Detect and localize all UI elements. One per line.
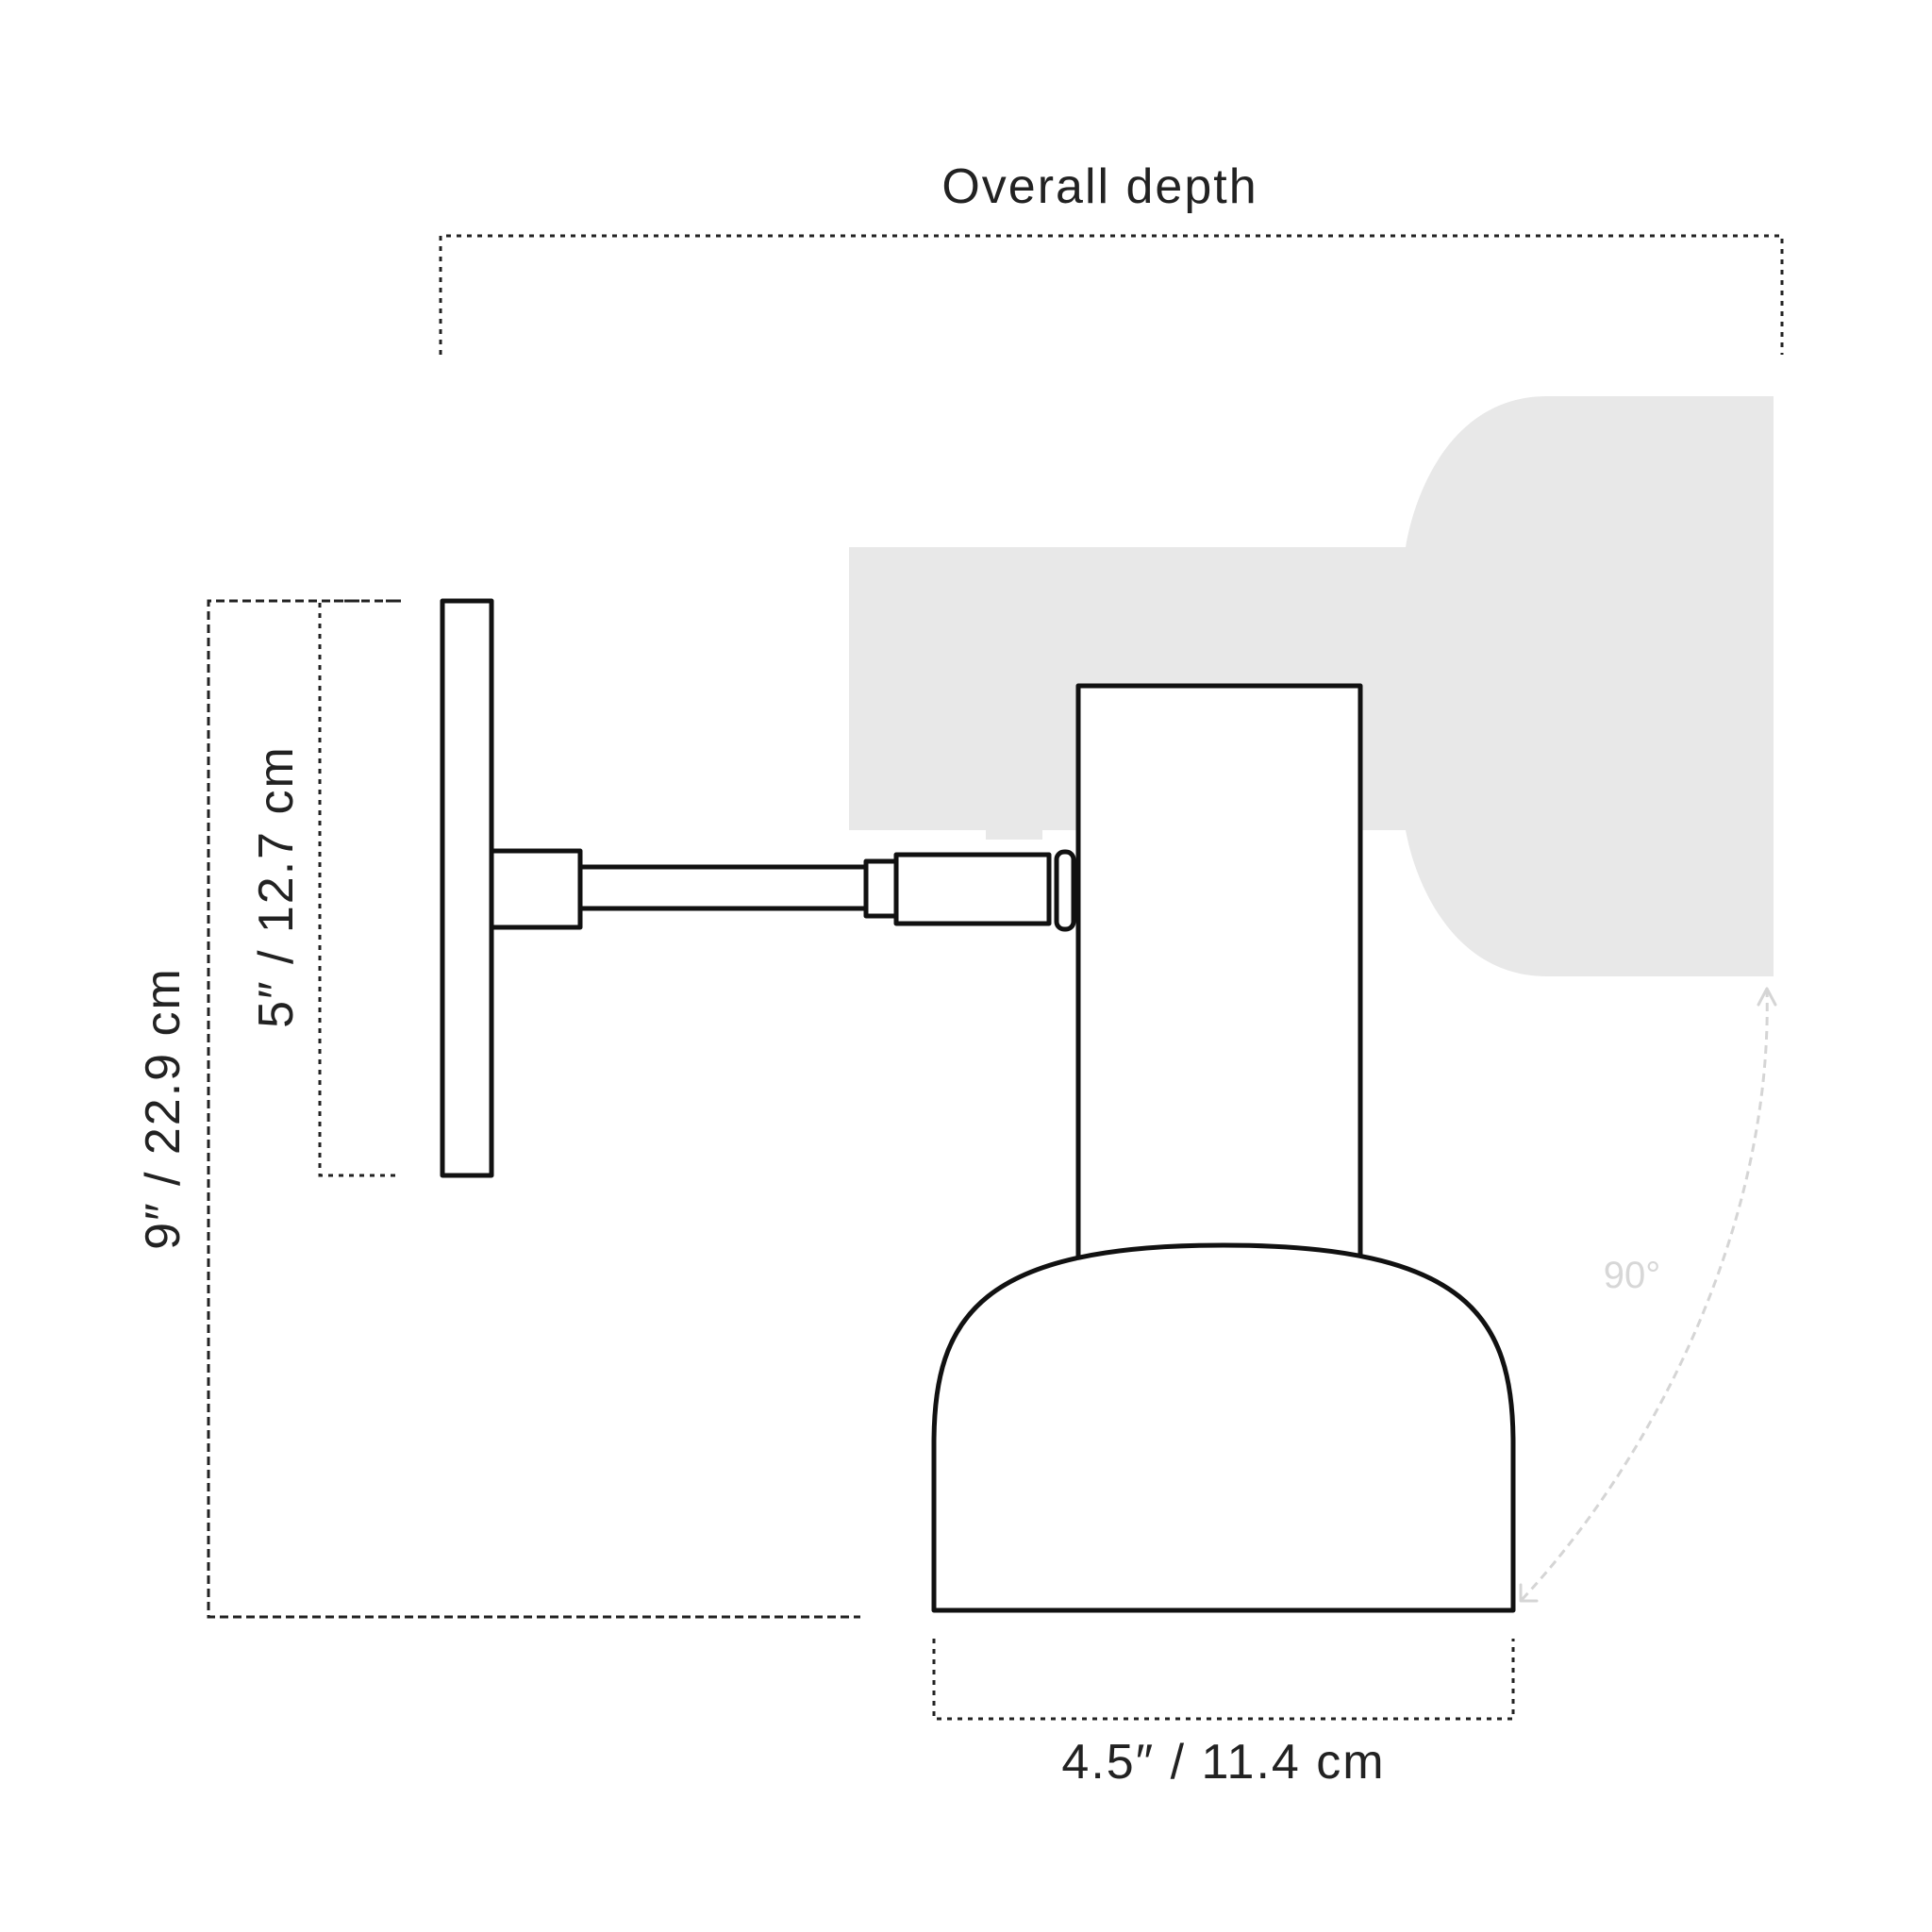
backplate-height-dimension: 5″ / 12.7 cm [249,599,401,1177]
lamp-shade [931,1242,1516,1613]
rotation-angle-label: 90° [1604,1255,1661,1296]
backplate-height-bracket [318,599,401,1177]
overall-depth-dimension: Overall depth [439,159,1784,355]
rotation-indicator: 90° [1519,987,1777,1603]
shade-width-label: 4.5″ / 11.4 cm [1061,1735,1385,1790]
rotation-arrowhead-bottom [1519,1583,1539,1603]
shade-width-dimension: 4.5″ / 11.4 cm [932,1639,1515,1790]
overall-height-label: 9″ / 22.9 cm [136,967,191,1250]
swivel-joint [893,852,1052,926]
backplate-height-label: 5″ / 12.7 cm [249,745,304,1028]
rod-collar [863,858,899,919]
lamp-stem [1075,683,1363,1262]
wall-backplate [440,598,494,1178]
arm-mount-block [489,848,583,930]
overall-height-dimension: 9″ / 22.9 cm [136,599,860,1619]
shade-width-bracket [932,1639,1515,1721]
overall-depth-bracket [439,234,1784,355]
swivel-knob [1054,849,1076,932]
overall-depth-label: Overall depth [941,159,1257,214]
arm-rod [577,864,869,911]
rotation-arc [1519,988,1769,1603]
rotation-arrowhead-top [1757,987,1777,1007]
overall-height-bracket [207,599,860,1619]
lamp-drawing [440,598,1516,1613]
